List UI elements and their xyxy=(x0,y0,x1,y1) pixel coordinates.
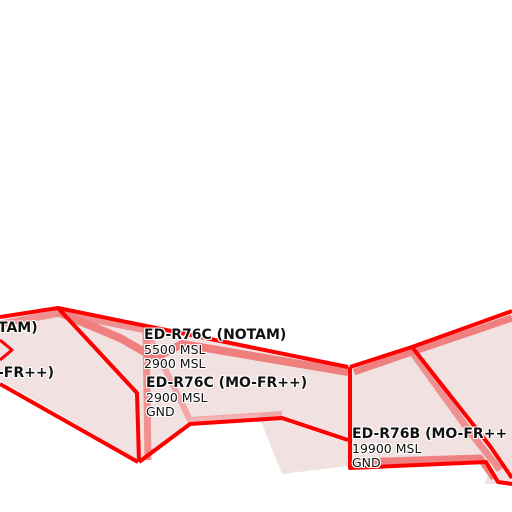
zone-upper-limit: 2900 MSL xyxy=(146,390,208,405)
area-inner-band xyxy=(56,308,349,376)
restricted-area-border xyxy=(56,306,141,463)
zone-name: -FR++) xyxy=(0,365,55,381)
restricted-area-border xyxy=(0,382,139,464)
zone-label-ed-r76b-mo-fr: ED-R76B (MO-FR++ 19900 MSL GND xyxy=(352,427,507,470)
restricted-area-border xyxy=(410,345,512,480)
zone-lower-limit: GND xyxy=(352,454,381,470)
zone-upper-limit: 5500 MSL xyxy=(144,342,206,357)
zone-label-1: TAM) xyxy=(0,321,38,337)
restricted-area-border xyxy=(348,367,512,486)
zone-name: ED-R76C (MO-FR++) xyxy=(146,375,308,391)
restricted-area-border xyxy=(0,338,14,362)
zone-name: ED-R76B (MO-FR++ xyxy=(352,426,508,442)
zone-lower-limit: GND xyxy=(146,403,175,419)
zone-name: TAM) xyxy=(0,320,38,336)
zone-lower-limit: 2900 MSL xyxy=(144,355,206,371)
area-inner-band xyxy=(0,309,152,461)
zone-upper-limit: 19900 MSL xyxy=(352,441,422,456)
area-inner-band xyxy=(143,328,283,423)
zone-label-ed-r76c-notam: ED-R76C (NOTAM) 5500 MSL 2900 MSL xyxy=(144,328,286,371)
zone-name: ED-R76C (NOTAM) xyxy=(144,327,287,343)
zone-label-2: -FR++) xyxy=(0,366,54,382)
restricted-area-border xyxy=(137,416,349,464)
area-inner-band xyxy=(409,349,503,473)
zone-label-ed-r76c-mo-fr: ED-R76C (MO-FR++) 2900 MSL GND xyxy=(146,376,307,419)
